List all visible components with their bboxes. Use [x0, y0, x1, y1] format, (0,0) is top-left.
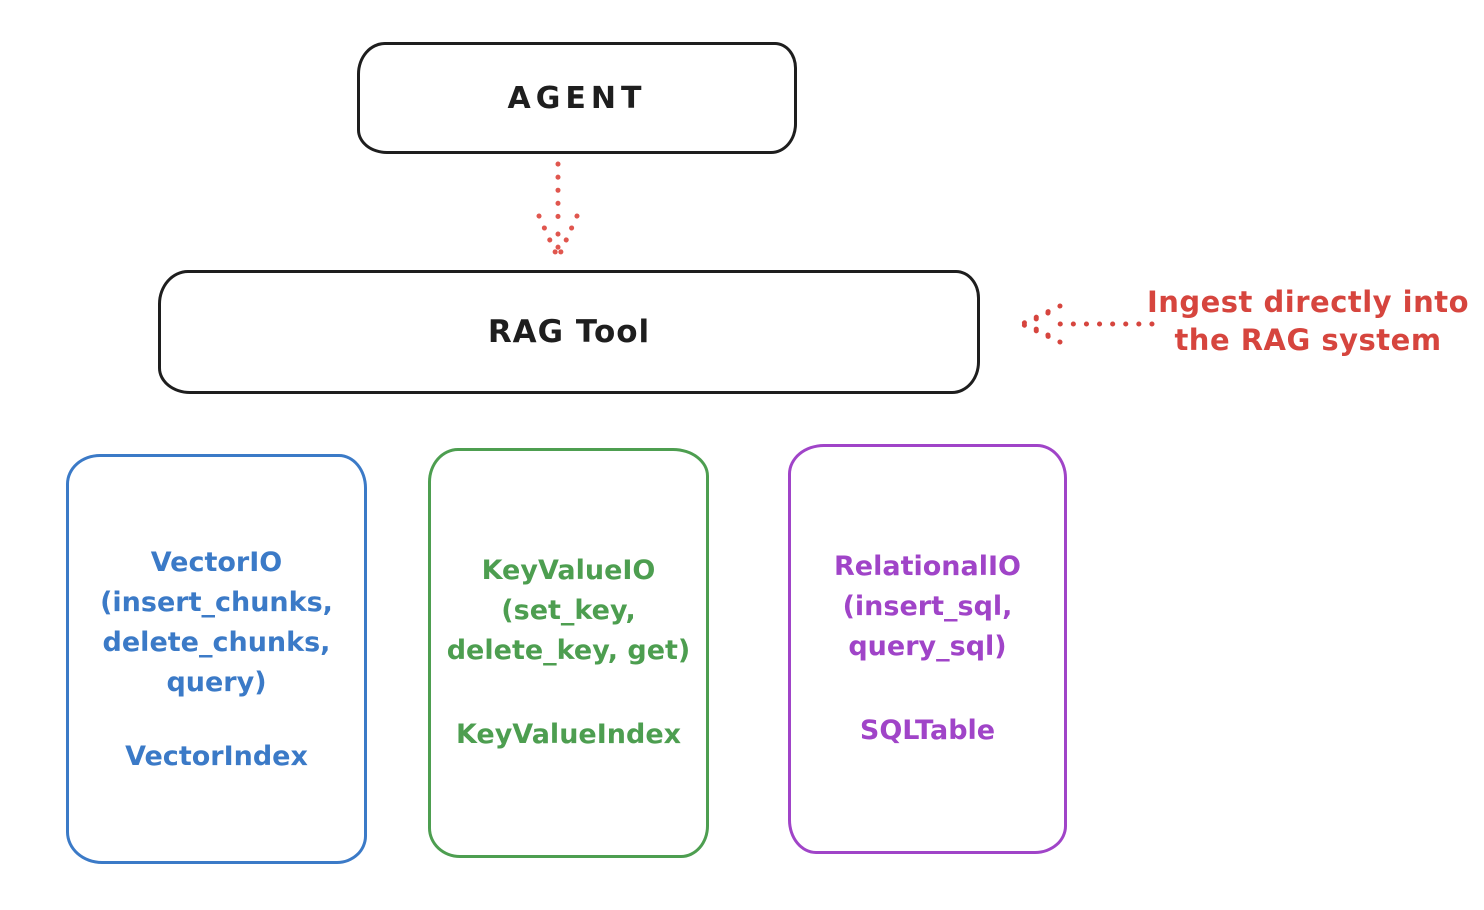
rag-tool-node: RAG Tool — [158, 270, 980, 394]
sql-table-label: SQLTable — [859, 715, 996, 746]
vector-io-methods: VectorIO (insert_chunks, delete_chunks, … — [100, 547, 333, 698]
vector-io-box: VectorIO (insert_chunks, delete_chunks, … — [66, 454, 367, 864]
agent-node-label: AGENT — [507, 80, 647, 116]
relational-io-box: RelationalIO (insert_sql, query_sql) SQL… — [788, 444, 1067, 854]
keyvalue-io-box: KeyValueIO (set_key, delete_key, get) Ke… — [428, 448, 709, 858]
ingest-annotation-arrow — [1021, 303, 1155, 345]
keyvalue-io-methods: KeyValueIO (set_key, delete_key, get) — [446, 555, 691, 666]
ingest-annotation-label: Ingest directly into the RAG system — [1146, 285, 1470, 357]
vector-index-label: VectorIndex — [125, 741, 308, 772]
rag-tool-node-label: RAG Tool — [487, 314, 651, 350]
agent-node: AGENT — [357, 42, 797, 154]
relational-io-methods: RelationalIO (insert_sql, query_sql) — [834, 551, 1021, 662]
keyvalue-index-label: KeyValueIndex — [455, 719, 682, 750]
agent-to-rag-arrow — [536, 161, 580, 261]
